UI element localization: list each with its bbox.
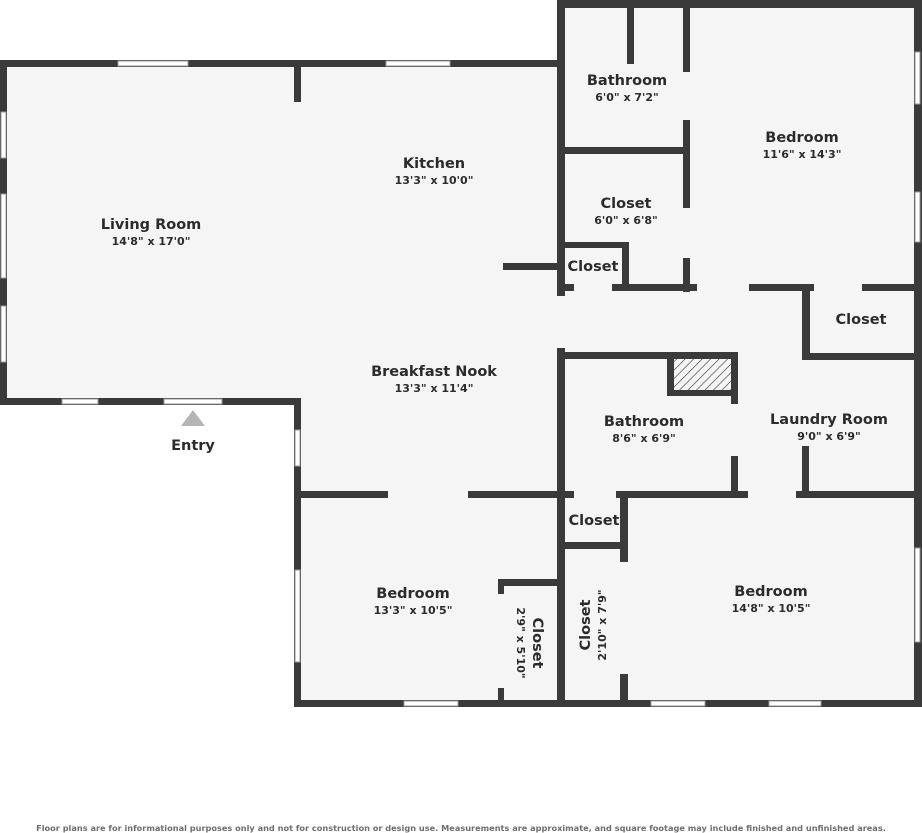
- room-labels: Living Room 14'8" x 17'0" Kitchen 13'3" …: [101, 73, 888, 679]
- bathroom-top-dims: 6'0" x 7'2": [595, 91, 659, 104]
- closet-mid-name: Closet: [601, 196, 652, 212]
- disclaimer-text: Floor plans are for informational purpos…: [36, 823, 886, 833]
- chimney-shaft: [674, 358, 734, 394]
- bedroom-right-dims: 14'8" x 10'5": [732, 602, 811, 615]
- closet-mid-dims: 6'0" x 6'8": [594, 214, 658, 227]
- bedroom-right-name: Bedroom: [734, 584, 807, 600]
- kitchen-dims: 13'3" x 10'0": [395, 174, 474, 187]
- entry-arrow-icon: [181, 410, 205, 426]
- floor-areas: [4, 4, 918, 704]
- bedroom-left-dims: 13'3" x 10'5": [374, 604, 453, 617]
- bathroom-mid-dims: 8'6" x 6'9": [612, 432, 676, 445]
- laundry-room-name: Laundry Room: [770, 412, 888, 428]
- closet-right-name: Closet: [836, 312, 887, 328]
- closet-small-name: Closet: [568, 259, 619, 275]
- living-room-name: Living Room: [101, 217, 202, 233]
- bathroom-mid-name: Bathroom: [604, 414, 684, 430]
- door-openings: [388, 72, 862, 688]
- closet-bed-left-dims: 2'9" x 5'10": [514, 607, 527, 678]
- windows: [0, 51, 921, 707]
- bathroom-top-name: Bathroom: [587, 73, 667, 89]
- laundry-room-dims: 9'0" x 6'9": [797, 430, 861, 443]
- living-room-dims: 14'8" x 17'0": [112, 235, 191, 248]
- breakfast-nook-name: Breakfast Nook: [371, 364, 497, 380]
- bedroom-left-name: Bedroom: [376, 586, 449, 602]
- closet-vertical-name: Closet: [578, 599, 594, 650]
- kitchen-name: Kitchen: [403, 156, 465, 172]
- bedroom-top-name: Bedroom: [765, 130, 838, 146]
- breakfast-nook-dims: 13'3" x 11'4": [395, 382, 474, 395]
- closet-vertical-dims: 2'10" x 7'9": [596, 589, 609, 660]
- closet-lower-name: Closet: [569, 513, 620, 529]
- entry-label: Entry: [171, 438, 215, 454]
- bedroom-top-dims: 11'6" x 14'3": [763, 148, 842, 161]
- closet-bed-left-name: Closet: [529, 618, 545, 669]
